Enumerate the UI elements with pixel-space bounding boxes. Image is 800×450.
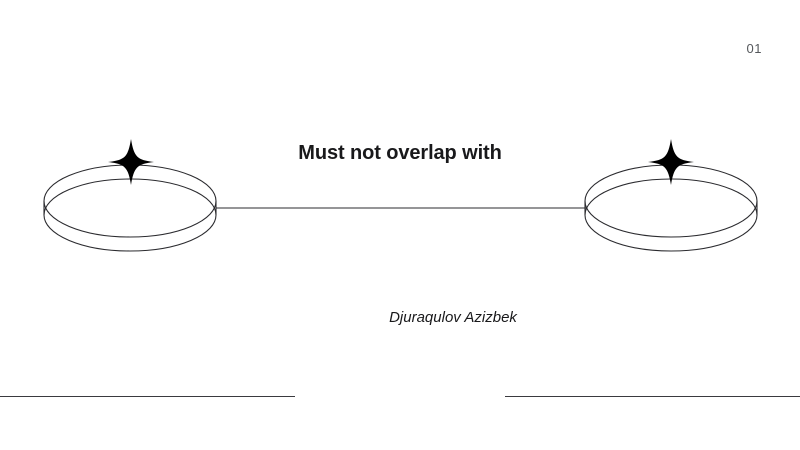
footer-rule-left — [0, 396, 295, 397]
author-caption: Djuraqulov Azizbek — [0, 309, 800, 326]
left-ring-lower-ellipse — [43, 178, 217, 252]
page-number: 01 — [746, 41, 762, 56]
right-ring-lower-ellipse — [584, 178, 758, 252]
page-title: Must not overlap with — [298, 142, 502, 164]
left-ring-upper-ellipse — [43, 164, 217, 238]
right-ring-upper-ellipse — [584, 164, 758, 238]
author-name: Djuraqulov Azizbek — [389, 309, 517, 326]
footer-rule-right — [505, 396, 800, 397]
